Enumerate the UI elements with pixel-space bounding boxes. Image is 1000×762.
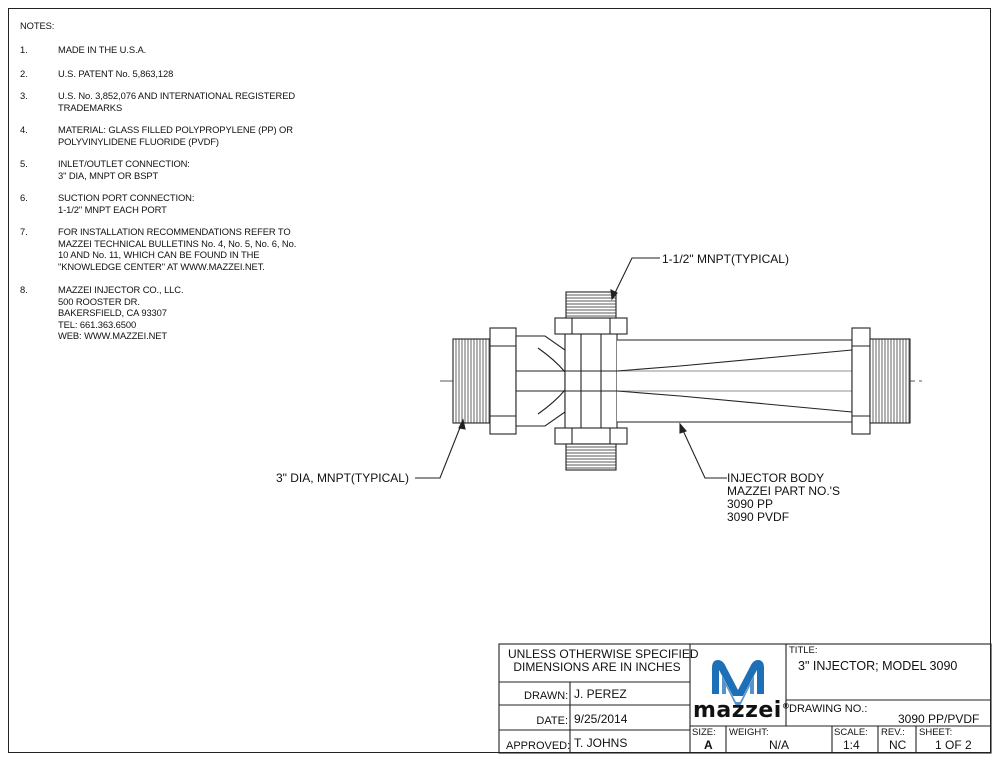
right-thread	[869, 338, 911, 424]
note-line: WEB: WWW.MAZZEI.NET	[58, 330, 168, 342]
notes-title: NOTES:	[20, 20, 55, 31]
top-port-thread	[565, 291, 617, 319]
callout-line: 3090 PP	[727, 497, 774, 511]
left-thread	[452, 338, 491, 424]
mazzei-logo-icon	[712, 660, 764, 706]
leader-inlet	[415, 419, 464, 479]
note-line: POLYVINYLIDENE FLUORIDE (PVDF)	[58, 135, 219, 147]
note-line: INLET/OUTLET CONNECTION:	[58, 158, 190, 169]
rev-label: REV.:	[881, 727, 905, 738]
callout-suction-port: 1-1/2" MNPT(TYPICAL)	[662, 252, 789, 266]
callout-line: INJECTOR BODY	[727, 471, 825, 485]
note-text: MAZZEI INJECTOR CO., LLC.500 ROOSTER DR.…	[58, 284, 184, 342]
suction-port-body	[564, 331, 618, 431]
note-number: 7.	[20, 226, 28, 237]
note-line: U.S. PATENT No. 5,863,128	[58, 68, 174, 79]
note-line: SUCTION PORT CONNECTION:	[58, 192, 195, 203]
title-label: TITLE:	[789, 645, 818, 656]
note-number: 6.	[20, 192, 28, 203]
tolerance-line: UNLESS OTHERWISE SPECIFIED	[508, 647, 699, 661]
note-number: 3.	[20, 90, 28, 101]
note-line: U.S. No. 3,852,076 AND INTERNATIONAL REG…	[58, 90, 296, 101]
note-number: 5.	[20, 158, 28, 169]
note-text: SUCTION PORT CONNECTION:1-1/2" MNPT EACH…	[58, 192, 194, 215]
callout-inlet: 3" DIA, MNPT(TYPICAL)	[276, 471, 409, 485]
body-inlet-section	[515, 335, 566, 427]
drawing-no-value: 3090 PP/PVDF	[898, 712, 980, 726]
tolerance-line: DIMENSIONS ARE IN INCHES	[513, 660, 681, 674]
note-line: MAZZEI INJECTOR CO., LLC.	[58, 284, 184, 295]
note-line: MADE IN THE U.S.A.	[58, 44, 147, 55]
note-number: 4.	[20, 124, 28, 135]
note-line: 500 ROOSTER DR.	[58, 295, 140, 307]
drawn-value: J. PEREZ	[574, 687, 627, 701]
right-hex-collar	[851, 327, 871, 435]
note-line: TEL: 661.363.6500	[58, 318, 137, 330]
note-line: MATERIAL: GLASS FILLED POLYPROPYLENE (PP…	[58, 124, 293, 135]
drawing-no-label: DRAWING NO.:	[789, 703, 868, 715]
note-line: 1-1/2" MNPT EACH PORT	[58, 203, 167, 215]
note-text: U.S. PATENT No. 5,863,128	[58, 68, 173, 80]
date-label: DATE:	[536, 715, 568, 727]
size-value: A	[704, 738, 713, 752]
approved-value: T. JOHNS	[574, 736, 628, 750]
diffuser-tube	[616, 339, 853, 423]
size-label: SIZE:	[692, 727, 716, 738]
top-port-hex	[554, 317, 628, 335]
scale-label: SCALE:	[834, 727, 868, 738]
weight-value: N/A	[769, 738, 790, 752]
callout-line: MAZZEI PART NO.'S	[727, 484, 840, 498]
note-line: FOR INSTALLATION RECOMMENDATIONS REFER T…	[58, 226, 291, 237]
note-text: U.S. No. 3,852,076 AND INTERNATIONAL REG…	[58, 90, 295, 113]
sheet-value: 1 OF 2	[935, 738, 972, 752]
note-number: 8.	[20, 284, 28, 295]
bottom-port-thread	[565, 443, 617, 471]
note-text: FOR INSTALLATION RECOMMENDATIONS REFER T…	[58, 226, 296, 272]
note-line: BAKERSFIELD, CA 93307	[58, 307, 167, 319]
note-text: MADE IN THE U.S.A.	[58, 44, 146, 56]
drawing-title: 3" INJECTOR; MODEL 3090	[798, 659, 958, 673]
note-text: MATERIAL: GLASS FILLED POLYPROPYLENE (PP…	[58, 124, 293, 147]
left-hex-collar	[489, 327, 517, 435]
weight-label: WEIGHT:	[729, 727, 769, 738]
approved-label: APPROVED:	[506, 740, 571, 752]
note-line: TRADEMARKS	[58, 101, 123, 113]
leader-body	[679, 423, 727, 479]
logo-wordmark: mazzei®	[693, 698, 791, 723]
date-value: 9/25/2014	[574, 712, 628, 726]
note-line: 10 AND No. 11, WHICH CAN BE FOUND IN THE	[58, 249, 260, 261]
drawn-label: DRAWN:	[524, 690, 569, 702]
note-text: INLET/OUTLET CONNECTION: 3" DIA, MNPT OR…	[58, 158, 190, 181]
note-line: MAZZEI TECHNICAL BULLETINS No. 4, No. 5,…	[58, 237, 297, 249]
note-number: 1.	[20, 44, 28, 55]
note-line: "KNOWLEDGE CENTER" AT WWW.MAZZEI.NET.	[58, 260, 265, 272]
note-number: 2.	[20, 68, 28, 79]
bottom-port-hex	[554, 427, 628, 445]
note-line: 3" DIA, MNPT OR BSPT	[58, 169, 159, 181]
callout-line: 3090 PVDF	[727, 510, 790, 524]
sheet-label: SHEET:	[919, 727, 953, 738]
title-block-lines	[498, 643, 992, 754]
scale-value: 1:4	[843, 738, 860, 752]
rev-value: NC	[889, 738, 907, 752]
leader-suction-port	[611, 257, 660, 300]
